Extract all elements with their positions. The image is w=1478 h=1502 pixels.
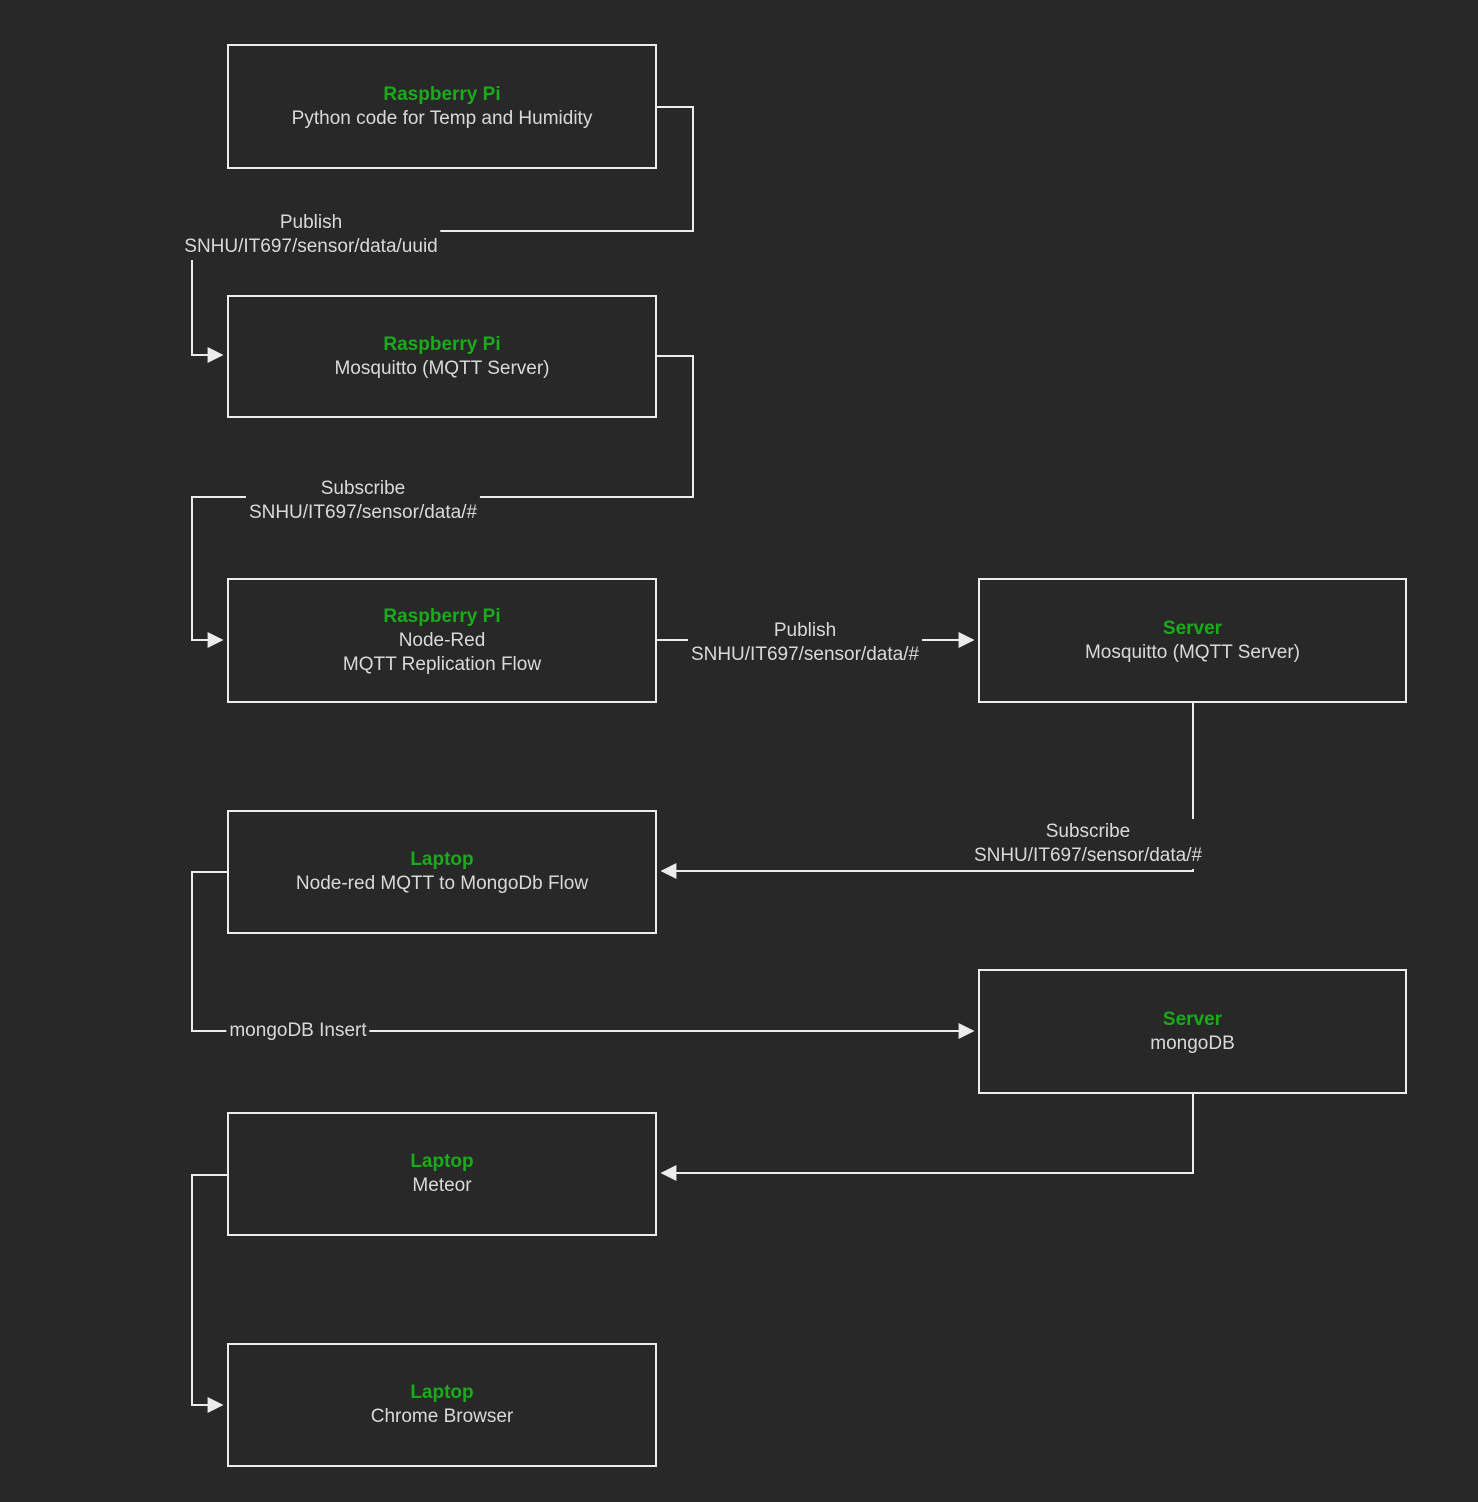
node-title: Server: [1162, 1008, 1223, 1030]
node-subtitle: Node-red MQTT to MongoDb Flow: [295, 873, 589, 894]
node-title: Raspberry Pi: [383, 333, 501, 355]
edge-label-topic: SNHU/IT697/sensor/data/uuid: [184, 236, 438, 257]
edge-label-topic: SNHU/IT697/sensor/data/#: [690, 644, 920, 665]
node-subtitle: Mosquitto (MQTT Server): [1084, 641, 1301, 663]
edge-label-action: Subscribe: [320, 478, 406, 499]
edge-label-mongodb-insert: mongoDB Insert: [226, 1018, 370, 1044]
edge-subscribe-server: [660, 703, 1194, 879]
node-subtitle: Python code for Temp and Humidity: [291, 107, 593, 129]
edge-meteor-to-chrome: [191, 1174, 227, 1413]
node-title: Server: [1162, 617, 1223, 639]
edge-mongodb-to-meteor: [660, 1094, 1194, 1181]
node-subtitle: Meteor: [412, 1175, 472, 1196]
node-subtitle: Node-Red: [398, 629, 486, 651]
node-raspberry-pi-mosquitto: Raspberry Pi Mosquitto (MQTT Server): [227, 295, 657, 418]
node-title: Laptop: [410, 1382, 474, 1403]
node-laptop-nodered: Laptop Node-red MQTT to MongoDb Flow: [227, 810, 657, 934]
node-server-mosquitto: Server Mosquitto (MQTT Server): [978, 578, 1407, 703]
node-raspberry-pi-python: Raspberry Pi Python code for Temp and Hu…: [227, 44, 657, 169]
edge-label-subscribe-pi: Subscribe SNHU/IT697/sensor/data/#: [245, 476, 481, 526]
edge-mongodb-insert: [191, 871, 975, 1039]
node-title: Raspberry Pi: [383, 605, 501, 627]
node-title: Laptop: [410, 849, 474, 870]
edge-label-action: Publish: [773, 620, 837, 641]
node-title: Laptop: [410, 1151, 474, 1172]
edge-label-publish-hash: Publish SNHU/IT697/sensor/data/#: [687, 618, 923, 668]
node-title: Raspberry Pi: [383, 83, 501, 105]
node-subtitle: mongoDB: [1150, 1032, 1235, 1054]
edge-label-action: mongoDB Insert: [229, 1020, 367, 1041]
node-subtitle: Mosquitto (MQTT Server): [334, 357, 550, 379]
edge-label-topic: SNHU/IT697/sensor/data/#: [248, 502, 478, 523]
edge-label-action: Publish: [279, 212, 343, 233]
node-raspberry-pi-nodered: Raspberry Pi Node-Red MQTT Replication F…: [227, 578, 657, 703]
edge-label-subscribe-server: Subscribe SNHU/IT697/sensor/data/#: [970, 819, 1206, 869]
edge-publish-uuid: [191, 106, 694, 363]
node-laptop-meteor: Laptop Meteor: [227, 1112, 657, 1236]
node-subtitle: MQTT Replication Flow: [342, 653, 542, 675]
node-laptop-chrome: Laptop Chrome Browser: [227, 1343, 657, 1467]
edge-label-action: Subscribe: [1045, 821, 1131, 842]
edge-label-publish-uuid: Publish SNHU/IT697/sensor/data/uuid: [181, 210, 441, 260]
node-server-mongodb: Server mongoDB: [978, 969, 1407, 1094]
edge-label-topic: SNHU/IT697/sensor/data/#: [973, 845, 1203, 866]
node-subtitle: Chrome Browser: [370, 1406, 514, 1427]
